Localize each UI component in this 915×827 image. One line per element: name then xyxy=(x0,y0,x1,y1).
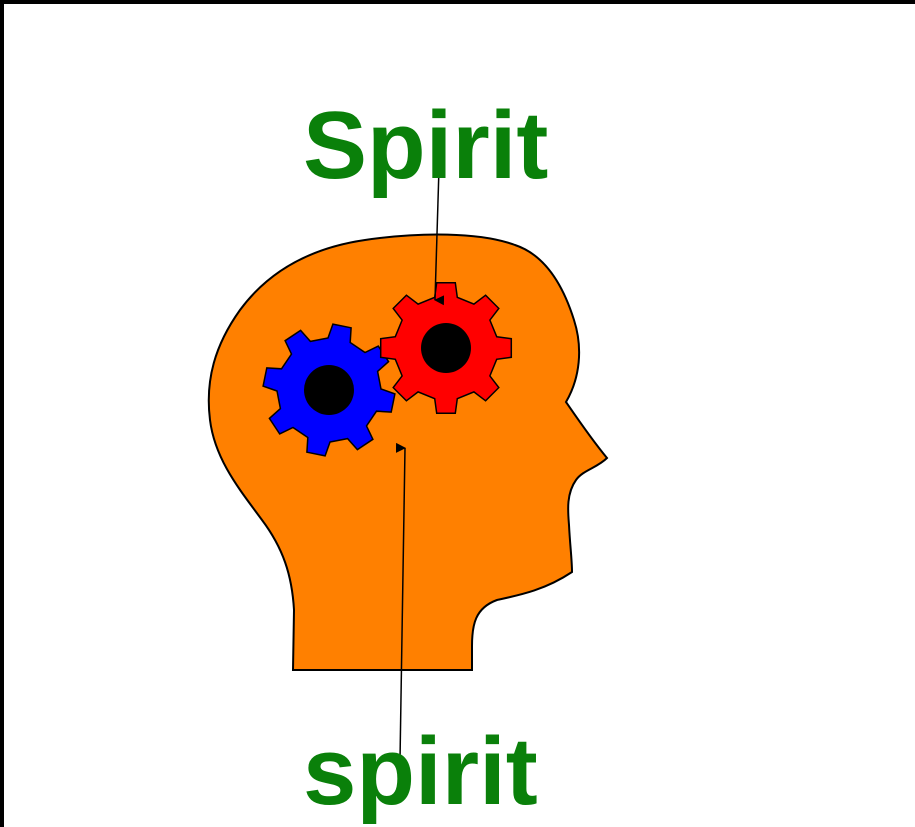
gear-right xyxy=(381,283,512,414)
label-spirit-lower: spirit xyxy=(303,724,538,820)
label-spirit-upper: Spirit xyxy=(303,98,548,194)
gear-hub xyxy=(304,365,354,415)
gear-hub xyxy=(421,323,471,373)
